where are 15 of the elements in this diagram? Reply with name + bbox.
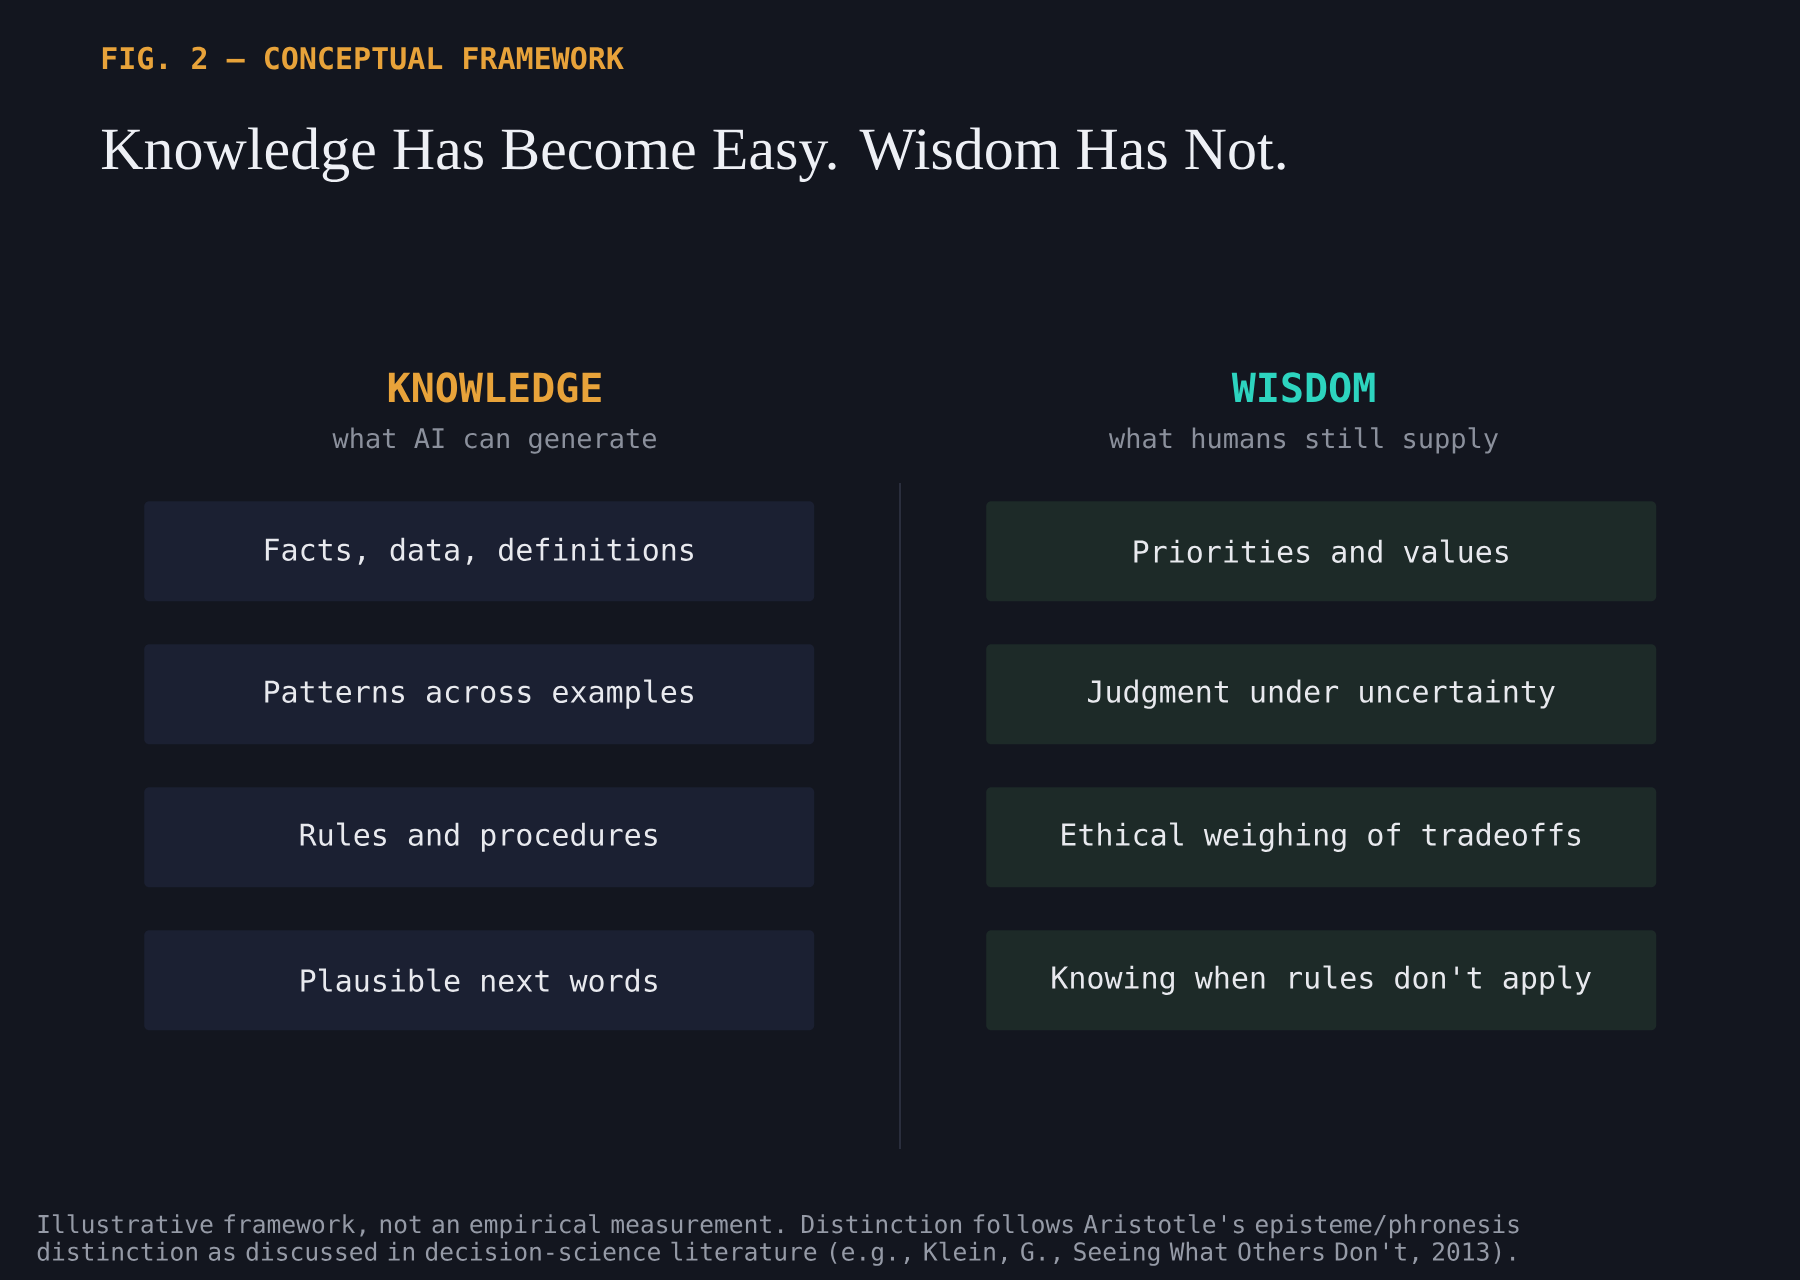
item-box: Patterns across examples xyxy=(144,644,815,745)
item-box: Facts, data, definitions xyxy=(144,501,815,602)
item-box: Ethical weighing of tradeoffs xyxy=(986,787,1657,888)
figure-label: FIG. 2 — CONCEPTUAL FRAMEWORK xyxy=(102,46,624,70)
item-box: Plausible next words xyxy=(144,930,815,1031)
column-subtitle: what AI can generate xyxy=(332,427,656,454)
column-heading: WISDOM xyxy=(1231,372,1375,403)
item-box: Priorities and values xyxy=(986,501,1657,602)
item-box: Knowing when rules don't apply xyxy=(986,930,1657,1031)
item-box: Rules and procedures xyxy=(144,787,815,888)
column-subtitle: what humans still supply xyxy=(1108,427,1498,454)
item-box: Judgment under uncertainty xyxy=(986,644,1657,745)
column-heading: KNOWLEDGE xyxy=(388,372,601,403)
footnote: Illustrative framework, not an empirical measurement. Distinction follows Aristotle's episteme/phronesis distinction as discussed in decision-science literature (e.g., Klein, G., Seeing What Others Don't, 2013). xyxy=(37,1214,1519,1266)
heading: Knowledge Has Become Easy. Wisdom Has Not. xyxy=(101,127,1285,182)
